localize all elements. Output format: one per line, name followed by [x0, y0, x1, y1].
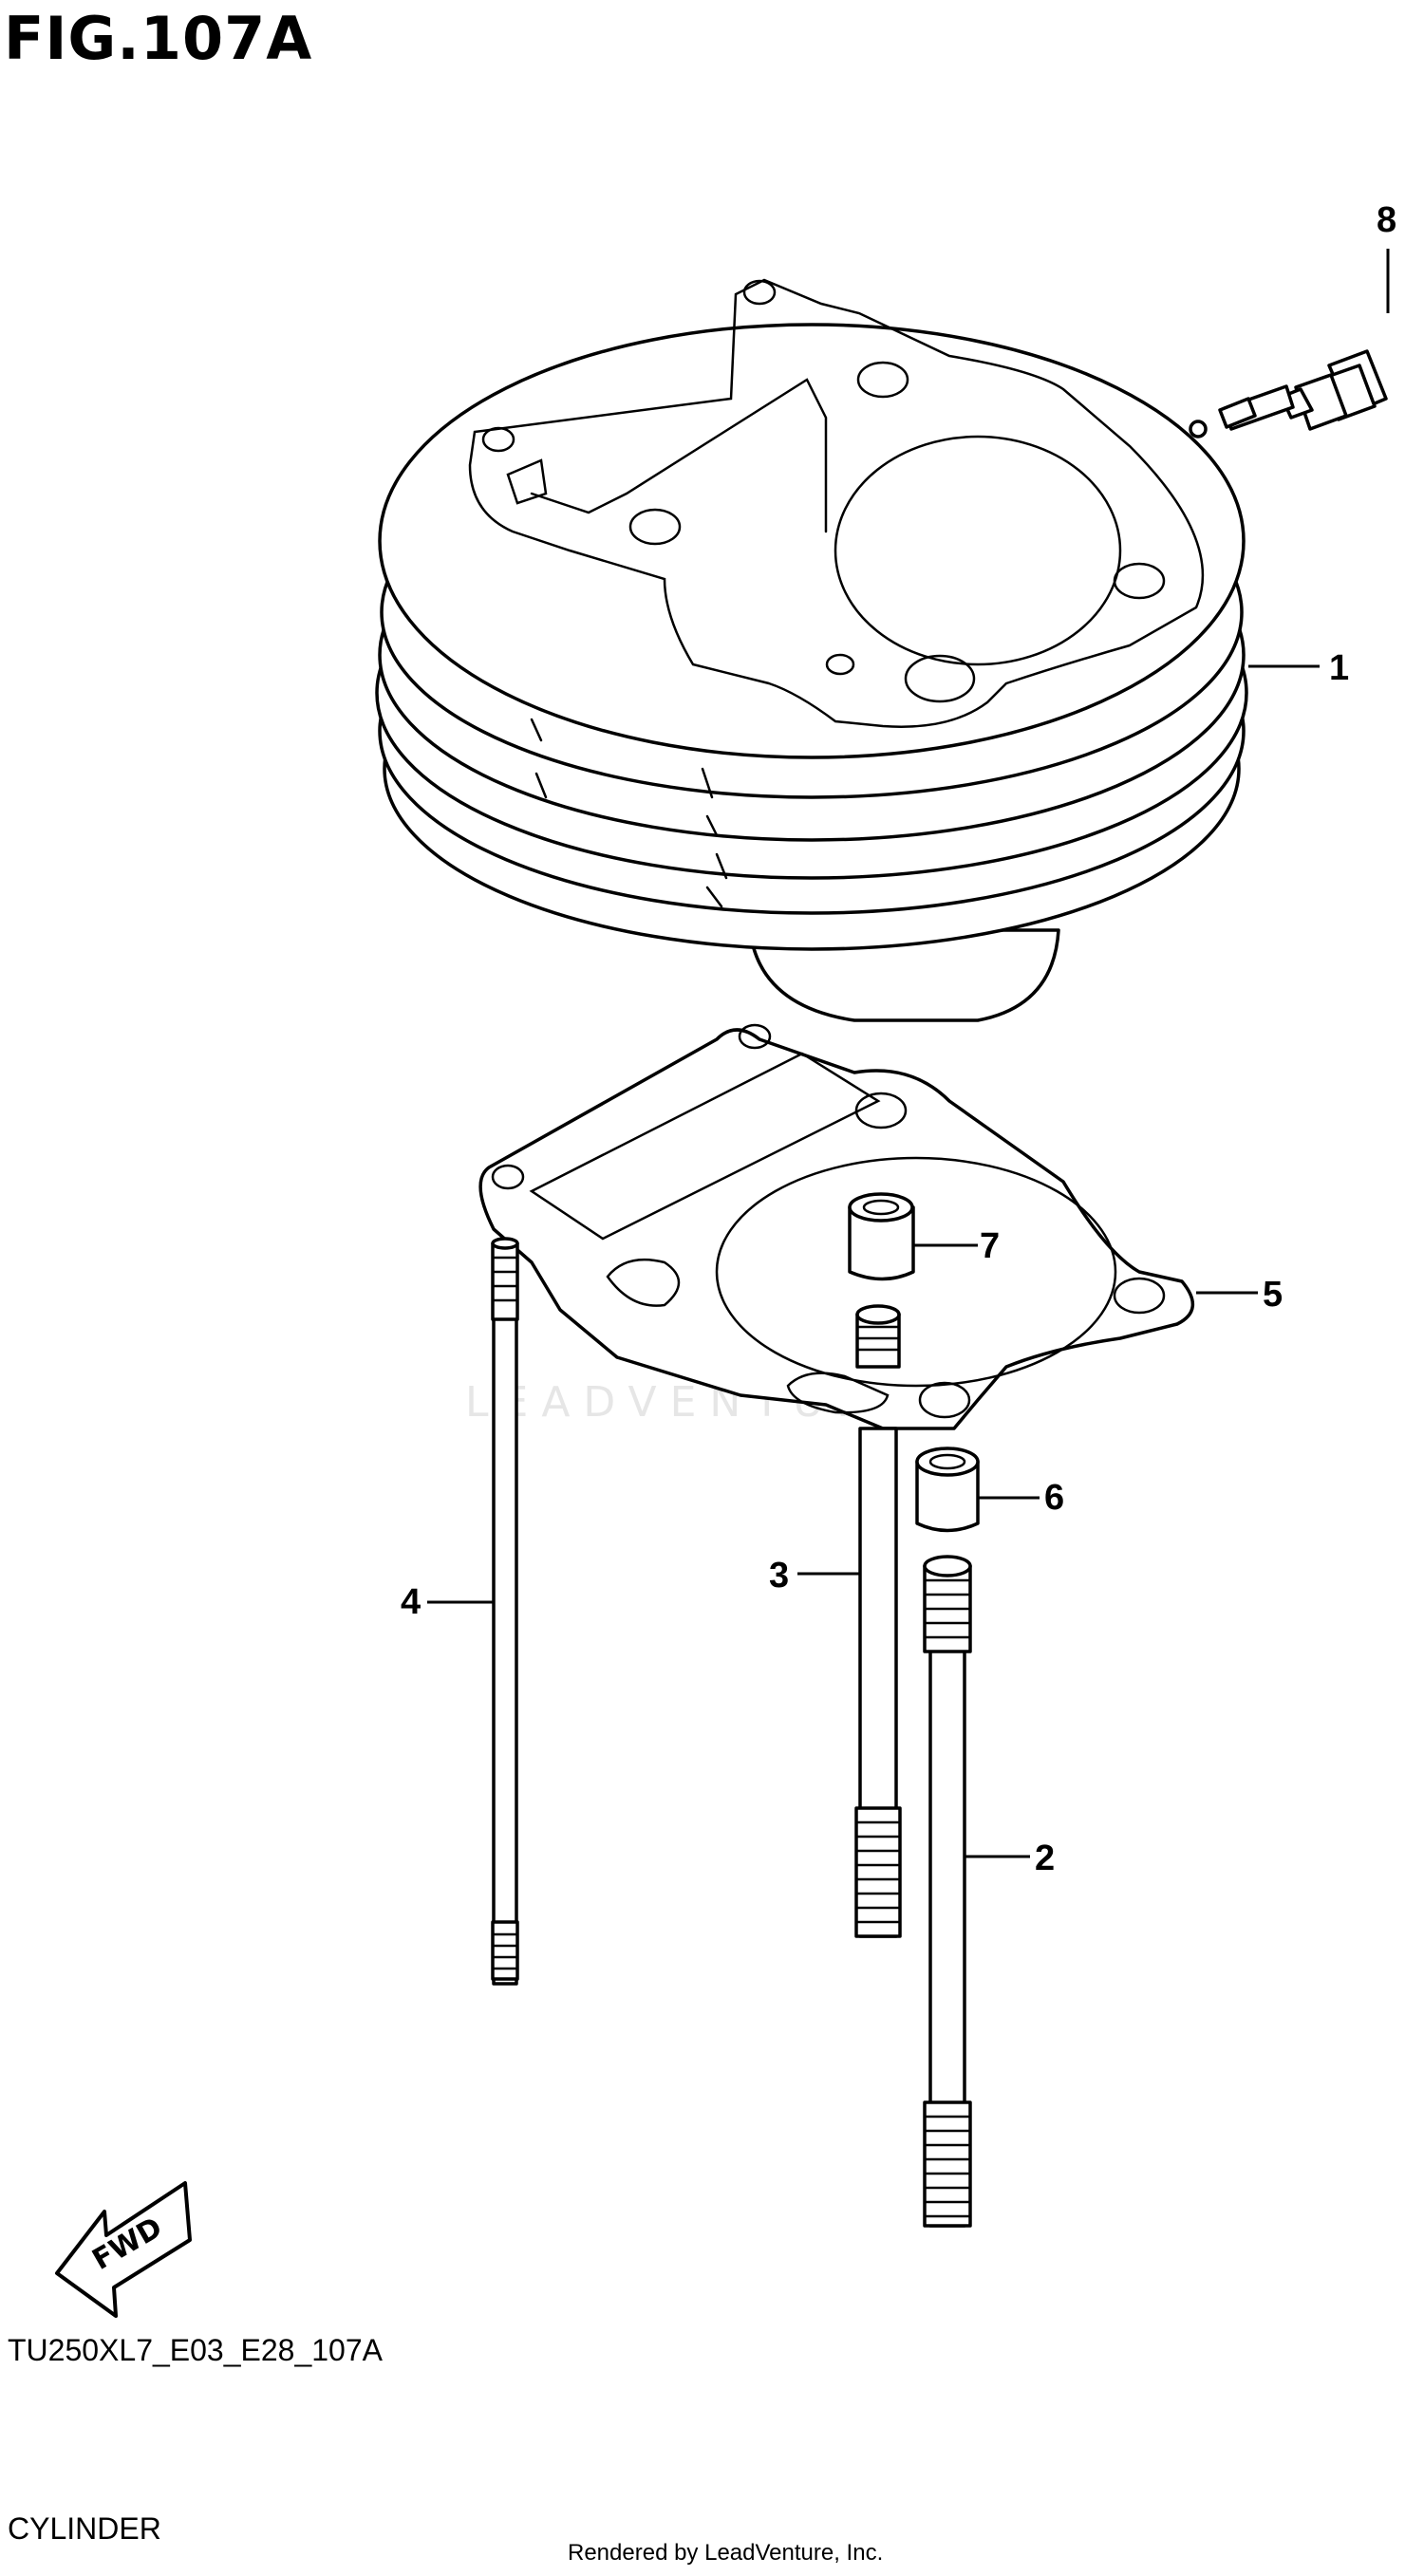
stud-bolt-3[interactable] — [854, 1427, 902, 1938]
callout-7[interactable]: 7 — [980, 1226, 1000, 1266]
dowel-pin-upper[interactable] — [848, 1192, 915, 1281]
stud-top-through-gasket — [855, 1304, 901, 1369]
callout-6[interactable]: 6 — [1044, 1478, 1064, 1518]
temperature-sensor-part[interactable] — [1189, 349, 1388, 439]
section-name-label: CYLINDER — [8, 2511, 161, 2546]
fwd-arrow-icon: FWD — [55, 2181, 192, 2318]
credit-label: Rendered by LeadVenture, Inc. — [568, 2540, 884, 2566]
callout-2[interactable]: 2 — [1035, 1839, 1055, 1878]
dowel-pin-lower[interactable] — [915, 1447, 980, 1533]
callout-1[interactable]: 1 — [1329, 648, 1349, 688]
base-gasket-part[interactable] — [478, 1023, 1194, 1430]
callout-8[interactable]: 8 — [1377, 200, 1396, 240]
stud-bolt-2[interactable] — [923, 1555, 972, 2228]
model-code-label: TU250XL7_E03_E28_107A — [8, 2333, 383, 2367]
callout-5[interactable]: 5 — [1263, 1275, 1283, 1315]
callout-3[interactable]: 3 — [769, 1556, 789, 1596]
callout-4[interactable]: 4 — [401, 1582, 421, 1622]
stud-bolt-4[interactable] — [491, 1237, 519, 1986]
figure-title: FIG.107A — [4, 4, 313, 73]
cylinder-part[interactable] — [375, 278, 1248, 1022]
